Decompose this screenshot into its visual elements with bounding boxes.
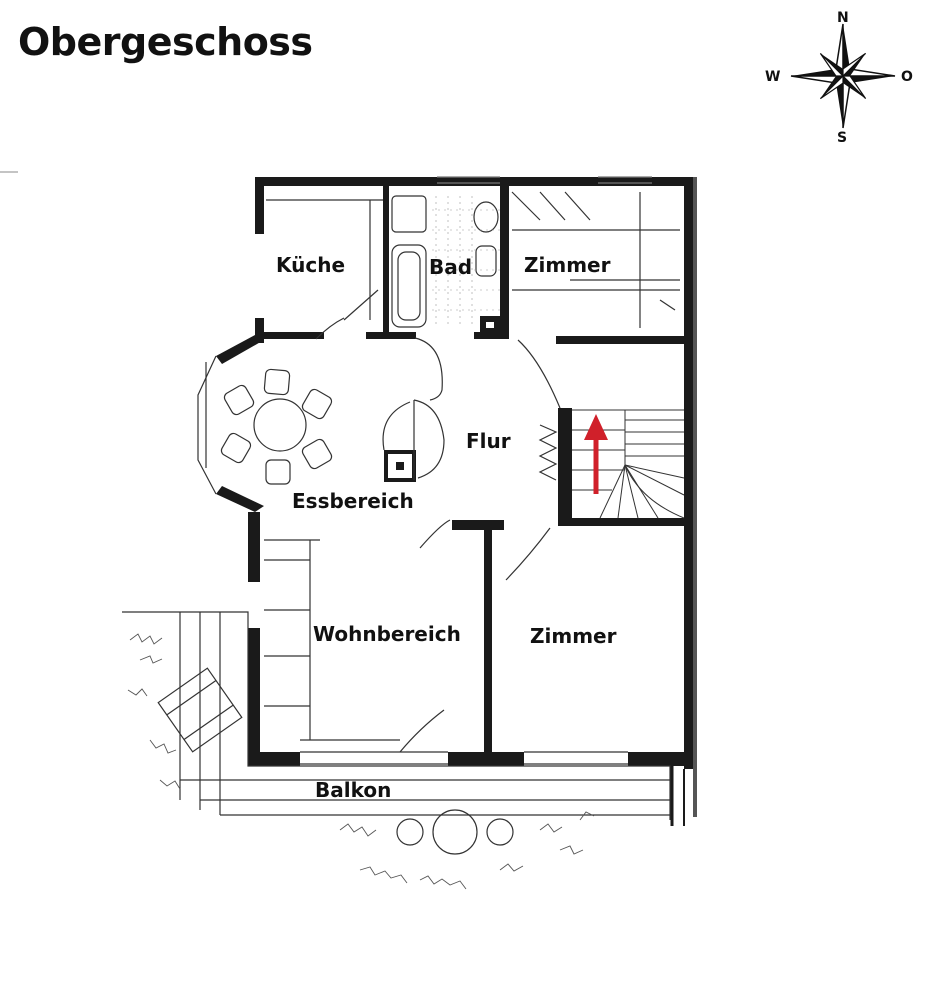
room-label-essbereich: Essbereich bbox=[292, 489, 414, 513]
room-label-zimmer-north: Zimmer bbox=[524, 253, 611, 277]
walls bbox=[216, 177, 697, 817]
compass-rose-icon bbox=[790, 23, 896, 129]
compass-east-label: O bbox=[901, 69, 913, 85]
room-label-balkon: Balkon bbox=[315, 778, 392, 802]
room-label-wohnbereich: Wohnbereich bbox=[313, 622, 461, 646]
room-label-flur: Flur bbox=[466, 429, 511, 453]
room-label-kueche: Küche bbox=[276, 253, 346, 277]
compass-south-label: S bbox=[837, 130, 848, 146]
compass-north-label: N bbox=[837, 10, 849, 26]
stair-direction-arrow-icon bbox=[584, 414, 608, 494]
room-label-zimmer-south: Zimmer bbox=[530, 624, 617, 648]
room-label-bad: Bad bbox=[429, 255, 473, 279]
interior-lines bbox=[122, 176, 685, 890]
compass-west-label: W bbox=[765, 69, 781, 85]
plan-title: Obergeschoss bbox=[18, 20, 313, 64]
